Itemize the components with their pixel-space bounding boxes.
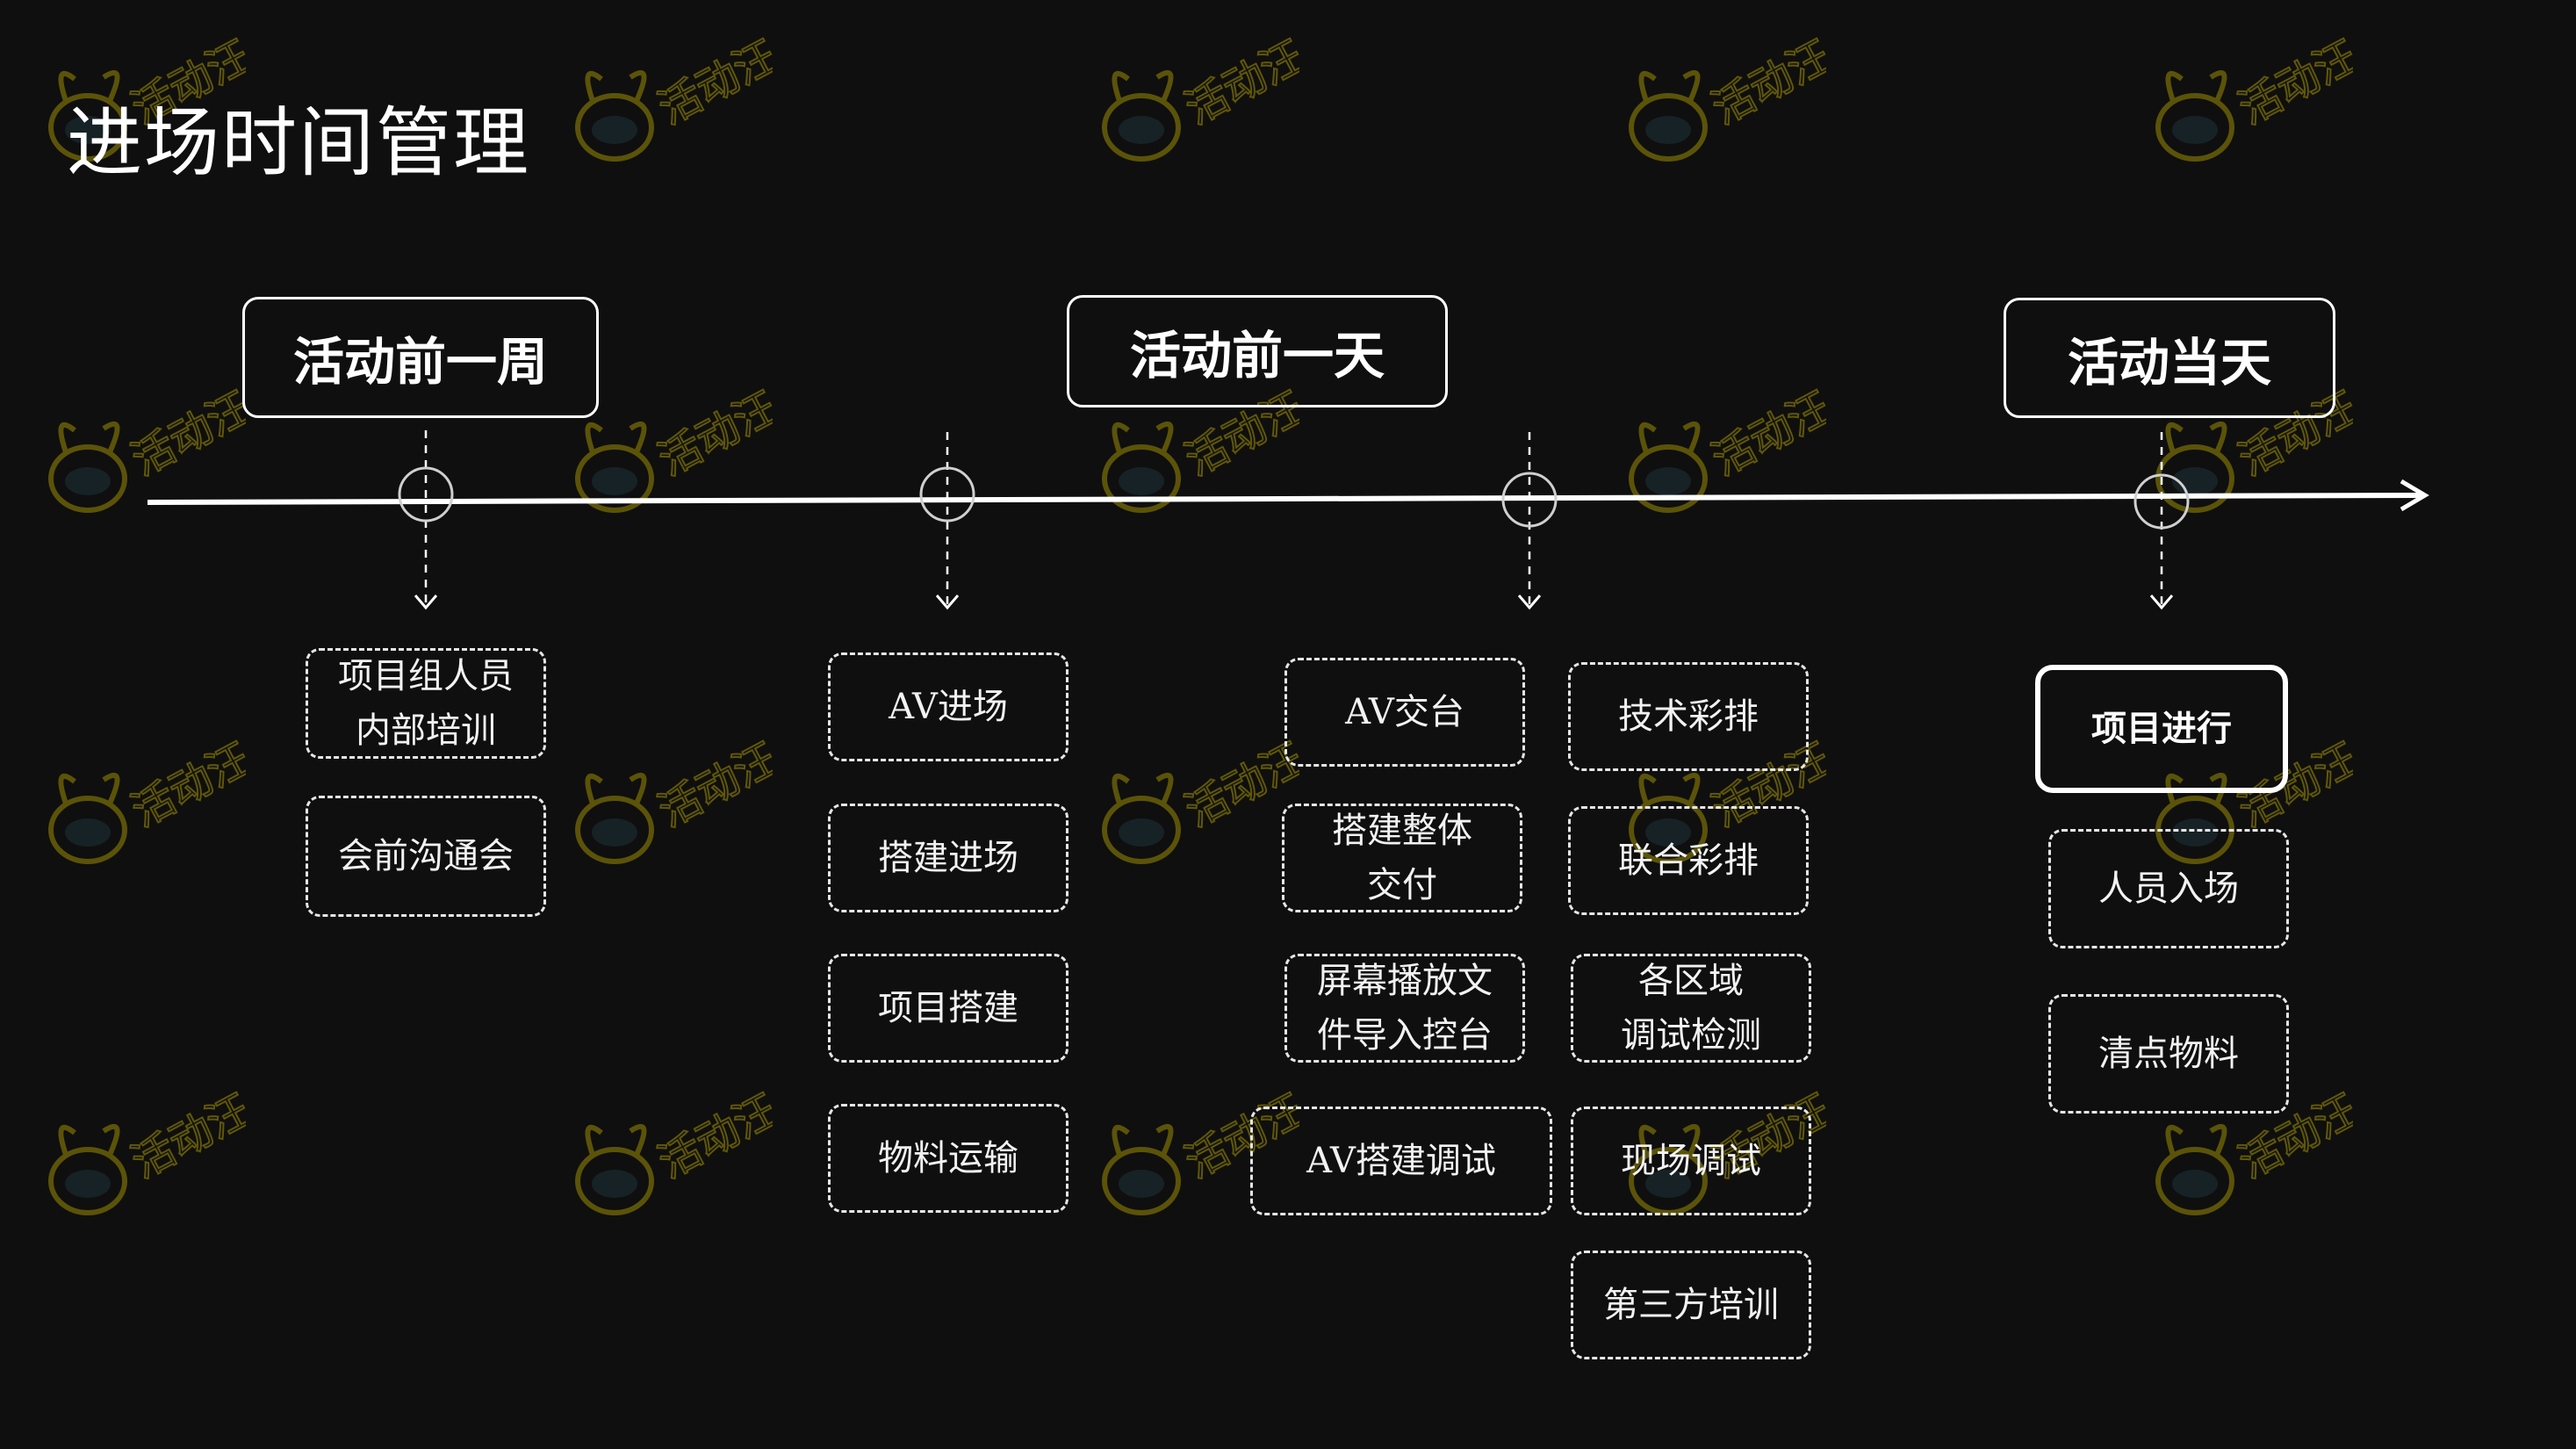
task-screen-file-import: 屏幕播放文 件导入控台: [1284, 954, 1525, 1063]
task-av-entry: AV进场: [828, 652, 1069, 761]
phase-week-before: 活动前一周: [242, 297, 599, 418]
milestone-2: [919, 432, 975, 610]
task-build-delivery: 搭建整体 交付: [1282, 804, 1522, 912]
task-av-handover: AV交台: [1284, 658, 1525, 767]
task-project-build: 项目搭建: [828, 954, 1069, 1063]
timeline-axis: [147, 493, 2424, 505]
page-title: 进场时间管理: [67, 99, 530, 187]
task-onsite-debug: 现场调试: [1571, 1107, 1811, 1215]
task-third-party-training: 第三方培训: [1571, 1251, 1811, 1359]
milestone-1: [398, 430, 454, 610]
task-material-transport: 物料运输: [828, 1104, 1069, 1213]
timeline-arrowhead-icon: [2400, 479, 2429, 512]
task-material-count: 清点物料: [2048, 994, 2289, 1114]
phase-day-before: 活动前一天: [1067, 295, 1448, 407]
task-pre-meeting: 会前沟通会: [306, 796, 546, 917]
phase-event-day: 活动当天: [2004, 298, 2335, 418]
milestone-4: [2133, 432, 2190, 610]
task-team-training: 项目组人员 内部培训: [306, 648, 546, 759]
milestone-3: [1501, 432, 1558, 610]
task-area-check: 各区域 调试检测: [1571, 954, 1811, 1063]
task-av-setup-debug: AV搭建调试: [1250, 1107, 1552, 1215]
task-construction-entry: 搭建进场: [828, 804, 1069, 912]
task-joint-rehearsal: 联合彩排: [1568, 806, 1809, 915]
task-project-running: 项目进行: [2035, 665, 2288, 793]
task-tech-rehearsal: 技术彩排: [1568, 662, 1809, 771]
task-staff-entry: 人员入场: [2048, 829, 2289, 948]
